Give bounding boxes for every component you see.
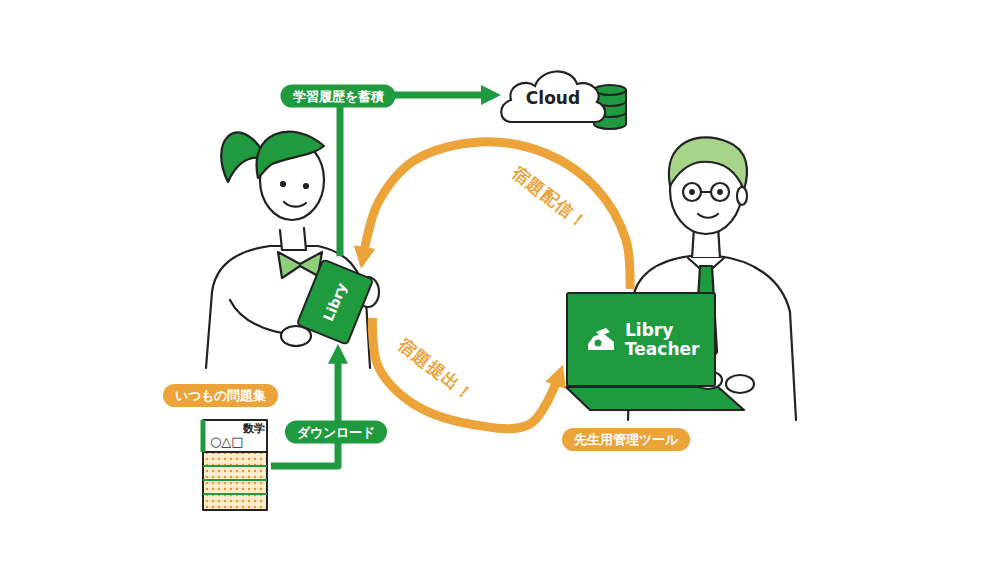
assign-arc xyxy=(362,142,630,289)
tag-label: いつもの問題集 xyxy=(163,384,278,407)
tablet-node: Libry xyxy=(296,258,375,346)
workbook-stack xyxy=(203,420,267,510)
tag-label: 先生用管理ツール xyxy=(562,428,690,451)
node-text: Libry Teacher xyxy=(625,321,697,359)
student-figure xyxy=(206,132,379,368)
node-text: 数学 xyxy=(243,421,265,436)
laptop-screen: Libry Teacher先生用管理ツール xyxy=(566,292,716,387)
cloud-node: Cloud xyxy=(497,64,609,126)
workbook-node: いつもの問題集数学○△□ xyxy=(201,418,269,510)
node-text: ○△□ xyxy=(210,434,244,449)
sync-arrow xyxy=(340,95,493,256)
node-text: Cloud xyxy=(526,88,580,108)
edge-label: 学習履歴を蓄積 xyxy=(281,85,396,108)
edge-label: ダウンロード xyxy=(285,421,387,444)
download-arrow xyxy=(271,352,338,466)
libry-logo xyxy=(584,324,618,354)
submit-arc xyxy=(372,318,560,429)
node-text: Libry xyxy=(320,281,350,324)
laptop-base xyxy=(566,387,744,410)
